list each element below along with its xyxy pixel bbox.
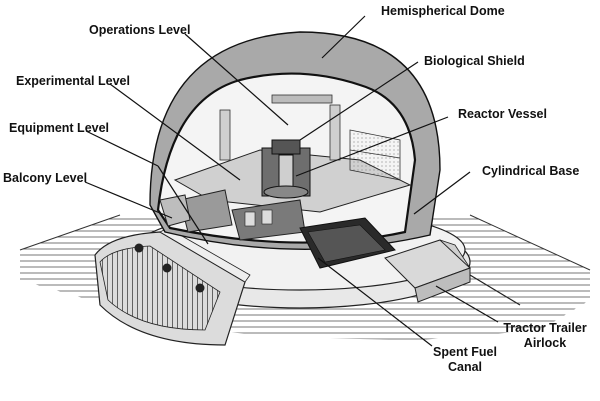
label-tractor-trailer-line2: Airlock (523, 336, 567, 350)
label-biological-shield: Biological Shield (424, 54, 525, 68)
label-hemispherical-dome: Hemispherical Dome (381, 4, 505, 18)
label-balcony-level: Balcony Level (3, 171, 88, 185)
balcony-annex (94, 227, 251, 346)
label-spent-fuel-line1: Spent Fuel (433, 345, 497, 359)
label-tractor-trailer-line1: Tractor Trailer (503, 321, 587, 335)
leader-lines (84, 15, 499, 347)
label-tractor-trailer-airlock: Tractor Trailer Airlock (496, 321, 594, 351)
label-operations-level: Operations Level (89, 23, 191, 37)
label-cylindrical-base: Cylindrical Base (482, 164, 580, 178)
airlock-tunnel (384, 239, 521, 306)
label-spent-fuel-canal: Spent Fuel Canal (425, 345, 505, 375)
label-spent-fuel-line2: Canal (447, 360, 483, 374)
label-experimental-level: Experimental Level (16, 74, 130, 88)
label-equipment-level: Equipment Level (9, 121, 110, 135)
label-reactor-vessel: Reactor Vessel (458, 107, 547, 121)
